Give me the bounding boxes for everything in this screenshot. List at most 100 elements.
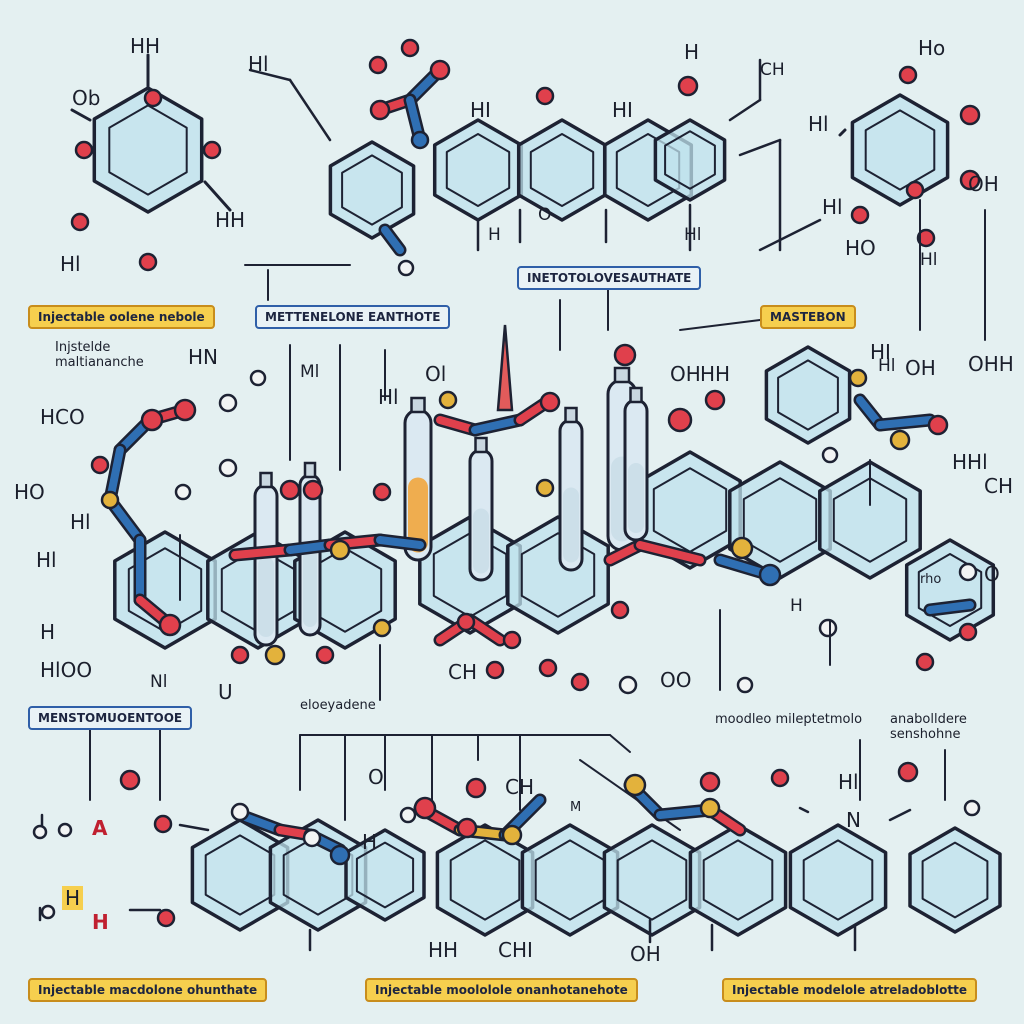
atom: [158, 613, 182, 637]
vial-liquid: [473, 508, 489, 574]
atom-label: H: [362, 830, 378, 854]
atom: [905, 180, 925, 200]
atom: [329, 844, 351, 866]
atom-label: CHI: [498, 938, 533, 962]
atom: [173, 398, 197, 422]
atom: [502, 630, 522, 650]
benzene-ring: [92, 86, 204, 214]
label-box-mastebon: MASTEBON: [760, 305, 856, 329]
atom: [677, 75, 699, 97]
atom-label: HI: [470, 98, 491, 122]
atom-label: HH: [130, 34, 161, 58]
atom: [153, 814, 173, 834]
atom: [100, 490, 120, 510]
atom: [821, 446, 839, 464]
atom-label: H: [684, 40, 700, 64]
ring-inner-bond: [108, 104, 188, 196]
atom: [610, 600, 630, 620]
atom: [818, 618, 838, 638]
atom: [850, 205, 870, 225]
atom: [156, 908, 176, 928]
atom: [897, 761, 919, 783]
atom: [368, 55, 388, 75]
stick-bond: [876, 416, 934, 429]
atom-label: O: [984, 562, 1000, 586]
bond: [838, 128, 847, 137]
bond: [679, 319, 761, 331]
atom-label: Ob: [72, 86, 101, 110]
plain-label-injstelde: Injstelde maltiananche: [55, 340, 144, 370]
vial-cap: [613, 366, 631, 384]
atom: [410, 130, 430, 150]
bond: [288, 78, 332, 142]
vial-liquid: [258, 557, 274, 637]
atom-label: Hl: [878, 356, 896, 376]
atom: [963, 799, 981, 817]
vial-cap: [474, 436, 488, 454]
atom: [623, 773, 647, 797]
atom: [704, 389, 726, 411]
vial-liquid: [408, 477, 428, 553]
atom: [413, 796, 437, 820]
bond: [248, 68, 292, 82]
atom: [372, 482, 392, 502]
atom-label: HO: [14, 480, 45, 504]
ring-inner-bond: [520, 532, 596, 618]
atom: [202, 140, 222, 160]
bond: [609, 734, 631, 753]
stick-bond: [471, 416, 524, 434]
atom: [302, 828, 322, 848]
ring-inner-bond: [529, 133, 595, 207]
label-box-injectable-moololole: Injectable moololole onanhotanehote: [365, 978, 638, 1002]
atom-label: H: [488, 225, 501, 245]
atom: [770, 768, 790, 788]
atom: [535, 478, 555, 498]
atom-label: OH: [905, 356, 936, 380]
benzene-ring: [653, 118, 727, 202]
plain-label-moodleo: moodleo mileptetmolo: [715, 712, 863, 727]
bond: [70, 108, 92, 122]
atom-label: HH: [215, 208, 246, 232]
bond: [203, 180, 232, 212]
atom: [456, 612, 476, 632]
vial-liquid: [303, 547, 317, 627]
ring-inner-bond: [921, 841, 989, 919]
benzene-ring: [328, 140, 416, 240]
atom: [613, 343, 637, 367]
atom: [140, 408, 164, 432]
atom: [699, 797, 721, 819]
label-box-mettenelone: METTENELONE EANTHOTE: [255, 305, 451, 329]
atom-label: Hl: [248, 52, 269, 76]
atom-label: Nl: [150, 672, 168, 692]
ring-inner-bond: [445, 133, 511, 207]
atom-label: OHH: [968, 352, 1014, 376]
stick-bond: [376, 536, 424, 549]
atom-label: Ml: [300, 362, 320, 382]
atom-label: HO: [845, 236, 876, 260]
ring-inner-bond: [777, 359, 839, 431]
atom: [138, 252, 158, 272]
atom-label: M: [570, 800, 582, 815]
atom: [570, 672, 590, 692]
atom: [485, 660, 505, 680]
atom: [230, 645, 250, 665]
atom-label: HH: [428, 938, 459, 962]
plain-label-eloeyadene: eloeyadene: [300, 698, 376, 713]
vial-cap: [629, 386, 643, 404]
atom: [539, 391, 561, 413]
ring-inner-bond: [832, 477, 908, 563]
atom-label: Hl: [684, 225, 702, 245]
atom: [400, 38, 420, 58]
plain-label-anabolldere: anabolldere senshohne: [890, 712, 967, 742]
vial-liquid: [628, 463, 644, 533]
atom-label: Ol: [425, 362, 447, 386]
atom-label: HI: [870, 340, 891, 364]
atom: [736, 676, 754, 694]
atom-label: HlOO: [40, 658, 93, 682]
atom: [302, 479, 324, 501]
atom-label: CH: [505, 775, 535, 799]
ring-inner-bond: [341, 154, 403, 226]
atom: [74, 140, 94, 160]
